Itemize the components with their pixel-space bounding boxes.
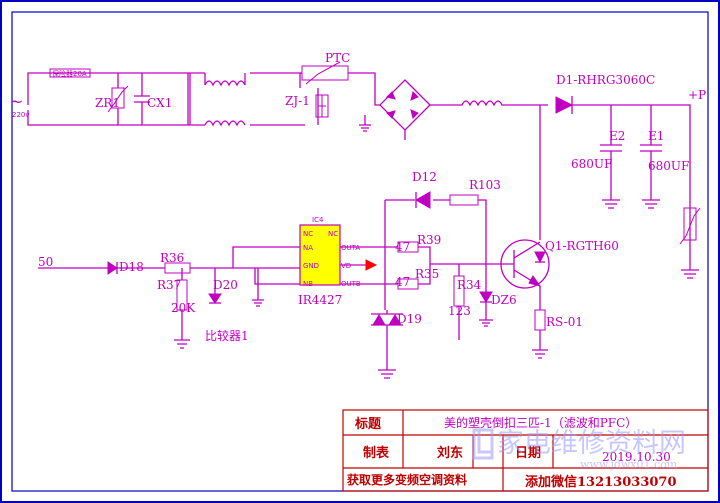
resistor-r36 (164, 262, 191, 274)
label-d1: D1-RHRG3060C (556, 73, 655, 87)
label-plus-p: +P (688, 88, 706, 102)
label-e2: E2 (609, 129, 625, 143)
promo-right: 添加微信13213033070 (525, 474, 677, 490)
label-r35-value: 47 (395, 275, 410, 289)
label-zj1: ZJ-1 (285, 94, 310, 108)
diode-d12 (414, 191, 431, 209)
title-block: 标题 美的塑壳倒扣三匹-1（滤波和PFC） 制表 刘东 日期 2019.10.3… (342, 409, 709, 492)
capacitor-e2 (600, 105, 622, 200)
pin-nc-left: NC (303, 230, 313, 238)
label-r39: R39 (417, 233, 441, 247)
choke-bottom (204, 120, 246, 127)
label-r37-value: 20K (171, 301, 196, 315)
label-e2-value: 680UF (571, 157, 612, 171)
date-label: 日期 (515, 446, 541, 461)
diode-d20 (208, 293, 222, 304)
label-cx1: CX1 (147, 96, 172, 110)
label-r103: R103 (469, 178, 501, 192)
label-d12: D12 (412, 170, 437, 184)
label-r37: R37 (157, 278, 181, 292)
capacitor-e1 (640, 105, 662, 200)
title-value: 美的塑壳倒扣三匹-1（滤波和PFC） (444, 415, 637, 430)
label-d19: D19 (397, 312, 422, 326)
label-fuse: 保险器20A (52, 69, 87, 78)
resistor-r37 (176, 279, 188, 311)
label-e1: E1 (648, 129, 664, 143)
pin-gnd: GND (303, 262, 319, 270)
label-d20: D20 (213, 278, 238, 292)
title-label: 标题 (354, 416, 382, 432)
driver-section (38, 191, 550, 379)
ptc-thermistor (301, 65, 349, 81)
label-e1-value: 680UF (648, 159, 689, 173)
label-rs01: RS-01 (546, 315, 583, 329)
label-ac-voltage: 220v (12, 111, 30, 119)
drawn-value: 刘东 (437, 445, 463, 461)
diode-d1 (555, 96, 574, 114)
date-value: 2019.10.30 (602, 450, 671, 464)
label-r36: R36 (160, 251, 184, 265)
watermark-text: 家电维修资料网 (497, 428, 686, 459)
varistor-zr1 (111, 87, 125, 109)
pin-outa: OUTA (341, 244, 360, 252)
resistor-r34 (453, 275, 465, 307)
label-r34-value: 123 (448, 304, 471, 318)
drawn-label: 制表 (363, 445, 390, 461)
label-ptc: PTC (325, 51, 350, 65)
pin-vd: VD (341, 262, 351, 270)
pfc-section (458, 96, 701, 279)
label-zr1: ZR1 (95, 96, 120, 110)
varistor-output (683, 207, 697, 241)
label-ic-ref: IC4 (312, 216, 324, 224)
fuse (49, 68, 91, 78)
pfc-inductor (458, 100, 548, 107)
pin-nc-right: NC (328, 230, 338, 238)
label-input-50: 50 (38, 255, 53, 269)
label-ac-symbol: ~ (10, 92, 23, 111)
promo-left: 获取更多变频空调资料 (346, 472, 467, 487)
resistor-rs01 (534, 309, 546, 331)
pin-na: NA (303, 244, 313, 252)
capacitor-cx1 (134, 95, 150, 103)
label-dz6: DZ6 (491, 293, 517, 307)
watermark-logo-icon (472, 428, 494, 460)
choke-top (204, 80, 246, 87)
watermark: 家电维修资料网 www.jdwx01.com (472, 428, 686, 471)
label-q1: Q1-RGTH60 (545, 239, 619, 253)
label-comparator: 比较器1 (205, 328, 249, 343)
pin-outb: OUTB (341, 280, 361, 288)
label-r35: R35 (415, 267, 439, 281)
pin-nb: NB (303, 280, 313, 288)
ac-input-section (27, 61, 458, 140)
ic4-ir4427 (299, 224, 341, 286)
watermark-url: www.jdwx01.com (580, 458, 678, 471)
label-r39-value: 47 (395, 240, 410, 254)
label-d18: D18 (119, 260, 144, 274)
resistor-r103 (449, 194, 479, 206)
label-r34: R34 (457, 278, 482, 292)
zener-dz6 (479, 291, 493, 303)
label-ic-part: IR4427 (298, 293, 342, 307)
bridge-rectifier (379, 79, 431, 131)
